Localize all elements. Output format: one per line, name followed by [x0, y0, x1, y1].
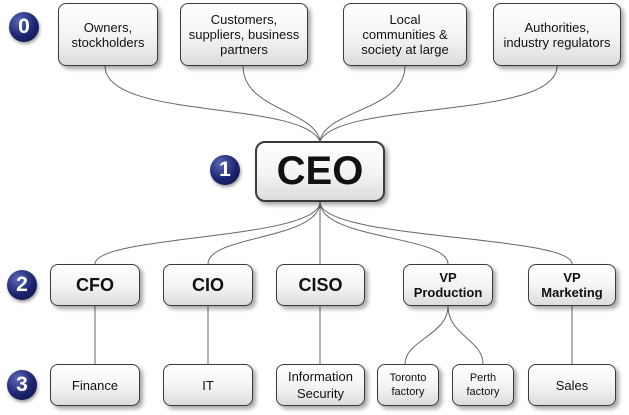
connector-ceo-vp-production — [319, 201, 449, 265]
exec-ciso: CISO — [276, 264, 365, 306]
connector-ceo-cfo — [94, 201, 321, 265]
exec-ciso-label: CISO — [298, 274, 343, 295]
connector-customers-ceo — [242, 65, 321, 142]
ceo-label: CEO — [276, 149, 364, 193]
connector-owners-ceo — [104, 65, 321, 142]
dept-sales-label: Sales — [555, 377, 589, 393]
dept-it: IT — [163, 364, 253, 406]
exec-cio-label: CIO — [191, 274, 224, 295]
dept-finance: Finance — [50, 364, 140, 406]
stakeholder-authorities: Authorities, industry regulators — [493, 3, 621, 66]
dept-toronto-factory-label: Toronto factory — [389, 372, 427, 398]
exec-vp-production-label: VP Production — [413, 270, 483, 300]
dept-finance-label: Finance — [71, 377, 119, 393]
level-badge-1: 1 — [210, 155, 240, 185]
dept-it-label: IT — [202, 377, 214, 393]
dept-sales: Sales — [528, 364, 616, 406]
dept-perth-factory: Perth factory — [452, 364, 514, 406]
connector-communities-ceo — [319, 65, 406, 142]
connector-authorities-ceo — [319, 65, 558, 142]
stakeholder-communities: Local communities & society at large — [343, 3, 467, 66]
connector-vp-toronto — [404, 305, 449, 365]
dept-perth-factory-label: Perth factory — [466, 372, 500, 398]
stakeholder-authorities-label: Authorities, industry regulators — [503, 19, 611, 50]
connector-vp-perth — [447, 305, 484, 365]
stakeholder-owners-label: Owners, stockholders — [71, 19, 145, 50]
connector-ceo-vp-marketing — [319, 201, 573, 265]
stakeholder-owners: Owners, stockholders — [58, 3, 158, 66]
stakeholder-customers-label: Customers, suppliers, business partners — [188, 12, 300, 57]
exec-cio: CIO — [163, 264, 253, 306]
exec-vp-marketing-label: VP Marketing — [541, 270, 603, 300]
level-badge-3: 3 — [7, 370, 37, 400]
exec-vp-marketing: VP Marketing — [528, 264, 616, 306]
level-badge-2: 2 — [7, 270, 37, 300]
exec-cfo: CFO — [50, 264, 140, 306]
exec-vp-production: VP Production — [403, 264, 493, 306]
level-badge-0: 0 — [9, 12, 39, 42]
connector-ceo-cio — [207, 201, 321, 265]
dept-toronto-factory: Toronto factory — [377, 364, 439, 406]
exec-cfo-label: CFO — [76, 274, 114, 295]
dept-information-security-label: Information Security — [287, 369, 354, 401]
dept-information-security: Information Security — [276, 364, 365, 406]
stakeholder-communities-label: Local communities & society at large — [361, 12, 449, 57]
ceo-box: CEO — [255, 141, 385, 202]
stakeholder-customers: Customers, suppliers, business partners — [180, 3, 308, 66]
